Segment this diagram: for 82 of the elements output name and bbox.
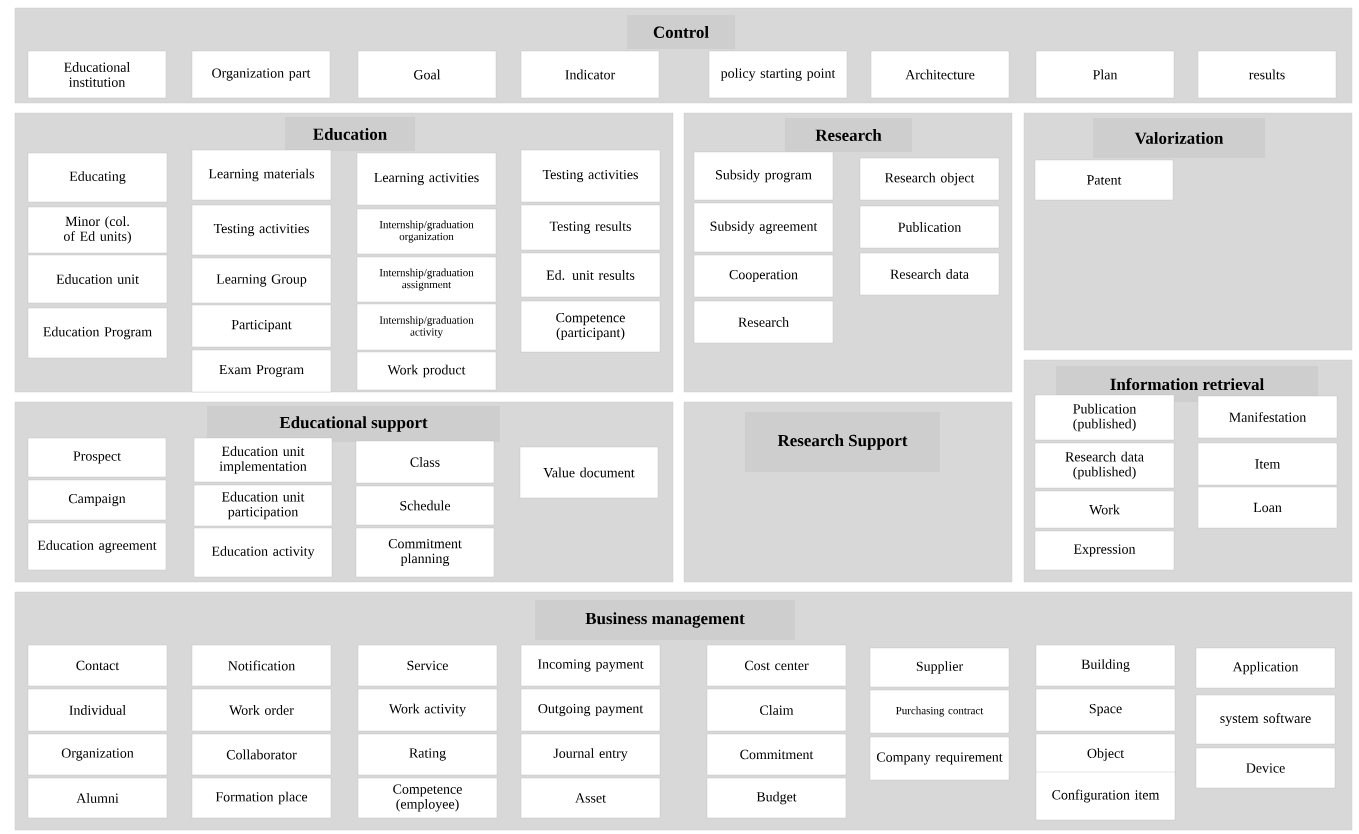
entity-box: Education unit participation (193, 484, 333, 527)
entity-box: Architecture (870, 50, 1010, 99)
entity-box: Cooperation (693, 254, 834, 298)
entity-box: Manifestation (1197, 395, 1338, 439)
entity-box: Internship/graduation activity (356, 303, 497, 351)
entity-box: Commitment planning (355, 527, 495, 578)
entity-box: Building (1035, 644, 1176, 687)
entity-box: Campaign (27, 479, 167, 521)
entity-box: Schedule (355, 485, 495, 526)
entity-box: Purchasing contract (869, 689, 1010, 734)
entity-box: Learning Group (191, 257, 332, 304)
entity-box: Educational institution (27, 50, 167, 99)
entity-box: Subsidy agreement (693, 202, 834, 253)
entity-box: Budget (706, 777, 847, 819)
entity-box: Class (355, 440, 495, 484)
entity-box: Testing activities (520, 149, 661, 203)
entity-box: Item (1197, 442, 1338, 486)
entity-box: Education unit implementation (193, 437, 333, 483)
entity-box: Learning materials (191, 149, 332, 201)
entity-box: Education Program (27, 307, 168, 359)
entity-box: Expression (1034, 530, 1175, 571)
entity-box: Research data (published) (1034, 442, 1175, 489)
entity-box: system software (1195, 694, 1336, 745)
entity-box: Outgoing payment (520, 688, 661, 732)
entity-box: Internship/graduation organization (356, 208, 497, 255)
entity-box: Publication (published) (1034, 394, 1175, 441)
entity-box: Configuration item (1035, 771, 1176, 821)
entity-box: Notification (191, 644, 332, 687)
entity-box: Prospect (27, 437, 167, 478)
entity-box: Supplier (869, 647, 1010, 688)
entity-box: Internship/graduation assignment (356, 256, 497, 303)
entity-box: Education unit (27, 254, 168, 304)
entity-box: Education activity (193, 527, 333, 578)
entity-box: Research data (859, 252, 1000, 296)
entity-box: Minor (col. of Ed units) (27, 206, 168, 254)
entity-box: Goal (357, 50, 497, 99)
entity-box: Work order (191, 688, 332, 732)
entity-box: Work (1034, 490, 1175, 529)
entity-box: Space (1035, 688, 1176, 732)
entity-box: Learning activities (356, 152, 497, 206)
entity-box: Company requirement (869, 736, 1010, 781)
entity-box: Individual (27, 688, 168, 732)
entity-box: Claim (706, 688, 847, 732)
entity-box: Patent (1034, 159, 1174, 201)
entity-box: Ed. unit results (520, 252, 661, 298)
entity-box: Cost center (706, 644, 847, 687)
entity-box: Exam Program (191, 349, 332, 393)
entity-box: Plan (1035, 50, 1175, 99)
entity-box: policy starting point (708, 50, 848, 99)
entity-box: Contact (27, 644, 168, 687)
entity-box: Object (1035, 733, 1176, 776)
entity-box: Competence (participant) (520, 300, 661, 353)
entity-box: Organization (27, 733, 168, 776)
entity-box: results (1197, 50, 1337, 99)
entity-box: Service (357, 644, 498, 687)
entity-box: Collaborator (191, 733, 332, 776)
entity-box: Device (1195, 747, 1336, 789)
entity-box: Educating (27, 152, 168, 203)
entity-box: Work activity (357, 688, 498, 732)
entity-box: Incoming payment (520, 644, 661, 687)
section-panel: Research Support (683, 401, 1013, 583)
entity-box: Organization part (191, 50, 331, 99)
entity-box: Publication (859, 205, 1000, 249)
entity-box: Journal entry (520, 733, 661, 776)
entity-box: Participant (191, 304, 332, 348)
entity-box: Work product (356, 351, 497, 391)
entity-box: Research object (859, 157, 1000, 201)
entity-box: Competence (employee) (357, 777, 498, 819)
entity-box: Alumni (27, 777, 168, 819)
entity-box: Research (693, 300, 834, 344)
entity-box: Asset (520, 777, 661, 819)
entity-box: Education agreement (27, 522, 167, 571)
entity-box: Commitment (706, 733, 847, 776)
entity-box: Formation place (191, 777, 332, 819)
entity-box: Testing results (520, 204, 661, 251)
entity-box: Testing activities (191, 204, 332, 256)
entity-box: Value document (519, 446, 659, 499)
entity-box: Subsidy program (693, 151, 834, 201)
entity-box: Application (1195, 647, 1336, 689)
entity-box: Rating (357, 733, 498, 776)
entity-box: Indicator (520, 50, 660, 99)
entity-box: Loan (1197, 486, 1338, 529)
